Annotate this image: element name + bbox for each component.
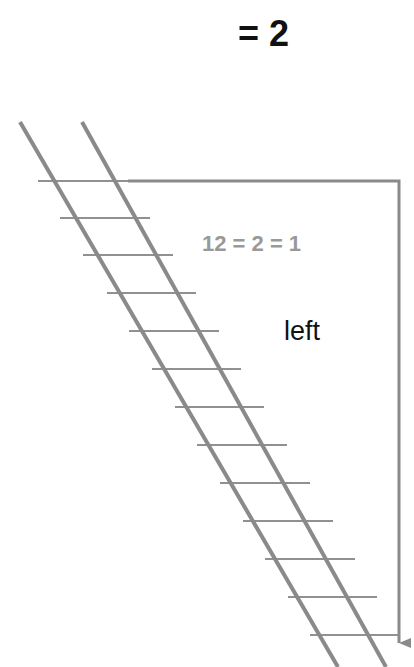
ladder-rails <box>20 122 386 667</box>
top-heading: = 2 <box>238 14 289 54</box>
direction-label: left <box>284 317 320 347</box>
height-arrow <box>128 181 399 643</box>
ratio-label: 12 = 2 = 1 <box>202 232 301 256</box>
